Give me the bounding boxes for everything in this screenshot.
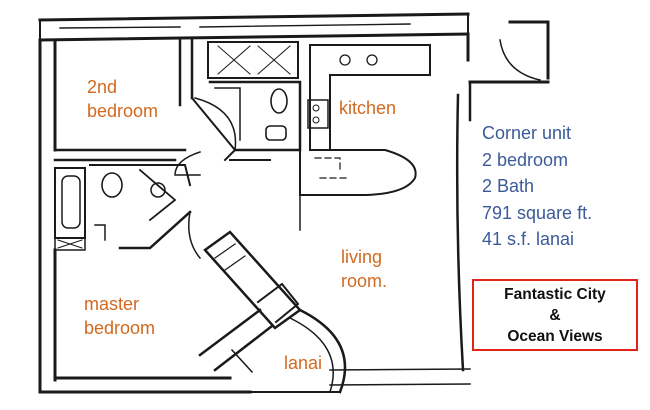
callout-line: & [549,306,561,324]
lanai-curve [298,308,347,394]
kitchen-peninsula [299,149,417,196]
callout-line: Ocean Views [507,327,603,345]
views-callout-box: Fantastic City & Ocean Views [472,279,638,351]
bottom-exterior-wall [38,376,252,394]
left-exterior-wall [38,38,57,152]
unit-info-line: 2 Bath [482,176,535,196]
top-exterior-wall [38,12,470,42]
room-label-living-room: living room. [341,247,388,291]
unit-info-line: 2 bedroom [482,149,569,170]
living-right-wall [455,80,472,372]
unit-info-line: 41 s.f. lanai [482,229,575,249]
room-label-master-bedroom: master bedroom [84,294,156,338]
room-label-kitchen: kitchen [339,98,397,118]
unit-info: Corner unit 2 bedroom 2 Bath 791 square … [482,120,592,253]
unit-info-line: Corner unit [482,123,572,143]
entry-door-swing [499,39,541,81]
room-label-second-bedroom: 2nd bedroom [87,77,159,121]
entry-wall [466,20,550,84]
callout-line: Fantastic City [504,285,606,303]
unit-info-line: 791 square ft. [482,202,593,223]
room-label-lanai: lanai [284,353,323,373]
left-exterior-wall-lower [38,148,57,394]
